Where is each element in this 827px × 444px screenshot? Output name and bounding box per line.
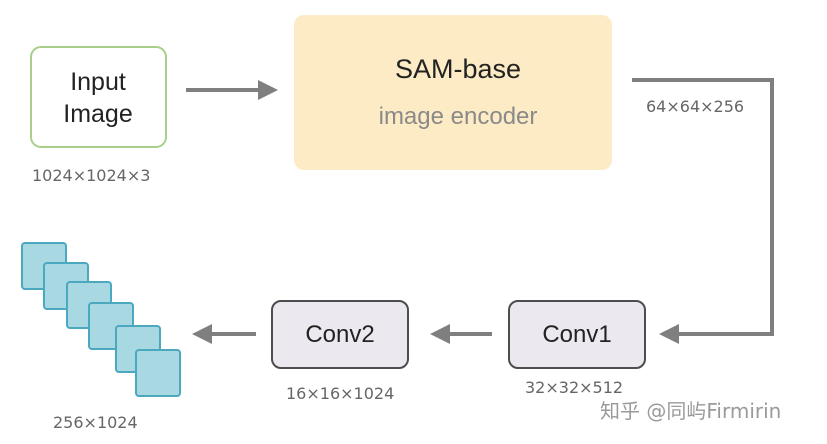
input-image-box <box>30 46 167 148</box>
token-square <box>135 349 181 397</box>
sam-encoder-title: SAM-base <box>395 54 521 84</box>
input-image-label-line2: Image <box>63 100 132 128</box>
arrow-encoder-to-conv1 <box>632 78 774 344</box>
conv2-dims-label: 16×16×1024 <box>286 384 394 403</box>
watermark-text: 知乎 @同屿Firmirin <box>600 399 781 423</box>
sam-encoder-subtitle: image encoder <box>379 103 538 130</box>
input-dims-label: 1024×1024×3 <box>32 166 150 185</box>
conv1-dims-label: 32×32×512 <box>525 378 623 397</box>
conv2-box <box>271 300 409 369</box>
conv1-box <box>508 300 646 369</box>
tokens-dims-label: 256×1024 <box>53 413 138 432</box>
encoder-dims-label: 64×64×256 <box>646 97 744 116</box>
sam-encoder-box <box>294 15 612 170</box>
conv1-label: Conv1 <box>542 321 611 348</box>
token-stack <box>21 242 181 397</box>
input-image-label-line1: Input <box>70 68 126 96</box>
conv2-label: Conv2 <box>305 321 374 348</box>
